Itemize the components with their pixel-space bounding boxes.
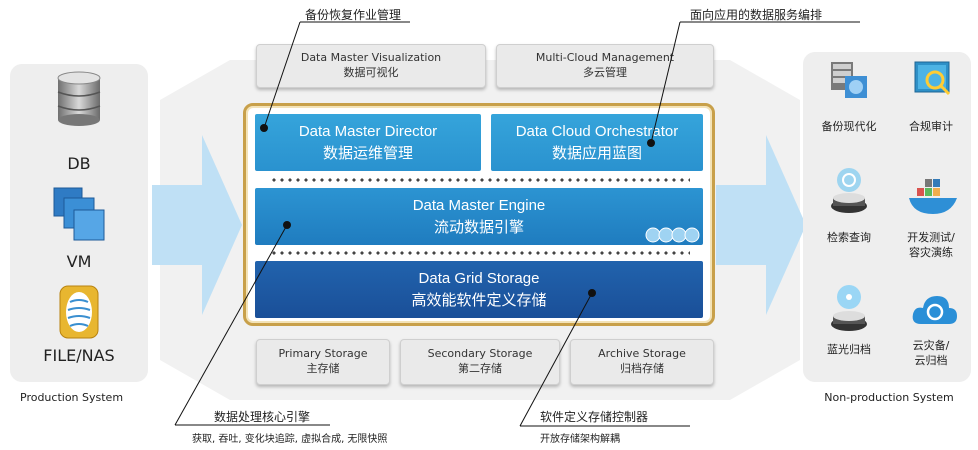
- secondary-storage-label-en: Secondary Storage: [427, 347, 533, 361]
- engine-gears-icon: [645, 227, 700, 243]
- database-icon: [57, 71, 101, 126]
- divider-dots-bottom: [270, 251, 690, 255]
- non-production-item-dev-test: 开发测试/ 容灾演练: [907, 231, 955, 260]
- search-disc-icon: [831, 168, 867, 213]
- non-production-item-search: 检索查询: [827, 231, 871, 244]
- outflow-arrow: [716, 135, 806, 315]
- audit-search-icon: [914, 61, 951, 96]
- non-production-system-caption: Non-production System: [824, 391, 954, 404]
- callout-bottom-left-title: 数据处理核心引擎: [214, 410, 311, 424]
- virtual-machine-icon: [53, 187, 105, 241]
- bluray-disc-icon: [831, 285, 867, 331]
- callout-bottom-right-title: 软件定义存储控制器: [540, 410, 649, 424]
- secondary-storage-label-zh: 第二存储: [458, 362, 502, 375]
- callout-top-right: 面向应用的数据服务编排: [690, 8, 823, 22]
- data-master-director-box: Data Master Director 数据运维管理: [255, 114, 481, 171]
- non-production-item-audit: 合规审计: [909, 120, 953, 133]
- docker-whale-icon: [909, 179, 957, 214]
- production-system-panel: DB VM FILE/NAS: [10, 64, 148, 382]
- non-production-item-bluray-archive: 蓝光归档: [827, 343, 871, 356]
- primary-storage-box: Primary Storage 主存储: [256, 339, 390, 385]
- secondary-storage-box: Secondary Storage 第二存储: [400, 339, 560, 385]
- data-grid-storage-label-en: Data Grid Storage: [418, 270, 540, 288]
- non-production-item-backup: 备份现代化: [821, 120, 877, 133]
- backup-server-icon: [831, 62, 867, 98]
- data-grid-storage-box: Data Grid Storage 高效能软件定义存储: [255, 261, 703, 318]
- data-master-engine-label-zh: 流动数据引擎: [433, 217, 524, 236]
- production-item-vm: VM: [66, 252, 92, 271]
- production-item-file-nas: FILE/NAS: [43, 346, 115, 365]
- archive-storage-label-zh: 归档存储: [620, 362, 664, 375]
- callout-marker-storage: [588, 289, 596, 297]
- callout-top-left: 备份恢复作业管理: [305, 8, 402, 22]
- inflow-arrow: [152, 135, 242, 315]
- callout-marker-engine: [283, 221, 291, 229]
- callout-marker-orchestrator: [647, 139, 655, 147]
- production-item-db: DB: [67, 154, 91, 173]
- production-system-caption: Production System: [20, 391, 124, 404]
- multi-cloud-management-label-en: Multi-Cloud Management: [535, 51, 675, 65]
- data-master-visualization-label-zh: 数据可视化: [343, 66, 399, 79]
- data-master-engine-box: Data Master Engine 流动数据引擎: [255, 188, 703, 245]
- non-production-system-panel: 备份现代化 合规审计 检索查询 开发测试/ 容灾演练 蓝光归档 云灾备/ 云归: [803, 52, 971, 382]
- non-production-item-cloud-dr: 云灾备/ 云归档: [912, 339, 950, 368]
- callout-marker-director: [260, 124, 268, 132]
- data-cloud-orchestrator-label-zh: 数据应用蓝图: [551, 143, 642, 162]
- multi-cloud-management-box: Multi-Cloud Management 多云管理: [496, 44, 714, 88]
- archive-storage-box: Archive Storage 归档存储: [570, 339, 714, 385]
- multi-cloud-management-label-zh: 多云管理: [583, 66, 627, 79]
- data-master-visualization-label-en: Data Master Visualization: [300, 51, 442, 65]
- data-cloud-orchestrator-label-en: Data Cloud Orchestrator: [515, 123, 679, 141]
- file-nas-icon: [59, 285, 99, 339]
- primary-storage-label-zh: 主存储: [306, 362, 340, 375]
- data-master-director-label-zh: 数据运维管理: [322, 143, 413, 162]
- data-cloud-orchestrator-box: Data Cloud Orchestrator 数据应用蓝图: [491, 114, 703, 171]
- archive-storage-label-en: Archive Storage: [598, 347, 686, 361]
- callout-bottom-right-desc: 开放存储架构解耦: [540, 434, 620, 445]
- data-master-engine-label-en: Data Master Engine: [412, 197, 546, 215]
- primary-storage-label-en: Primary Storage: [278, 347, 368, 361]
- callout-bottom-left-desc: 获取, 吞吐, 变化块追踪, 虚拟合成, 无限快照: [192, 434, 388, 445]
- divider-dots-top: [270, 178, 690, 182]
- data-master-visualization-box: Data Master Visualization 数据可视化: [256, 44, 486, 88]
- cloud-sync-icon: [912, 296, 957, 324]
- data-master-director-label-en: Data Master Director: [298, 123, 438, 141]
- data-grid-storage-label-zh: 高效能软件定义存储: [411, 290, 547, 309]
